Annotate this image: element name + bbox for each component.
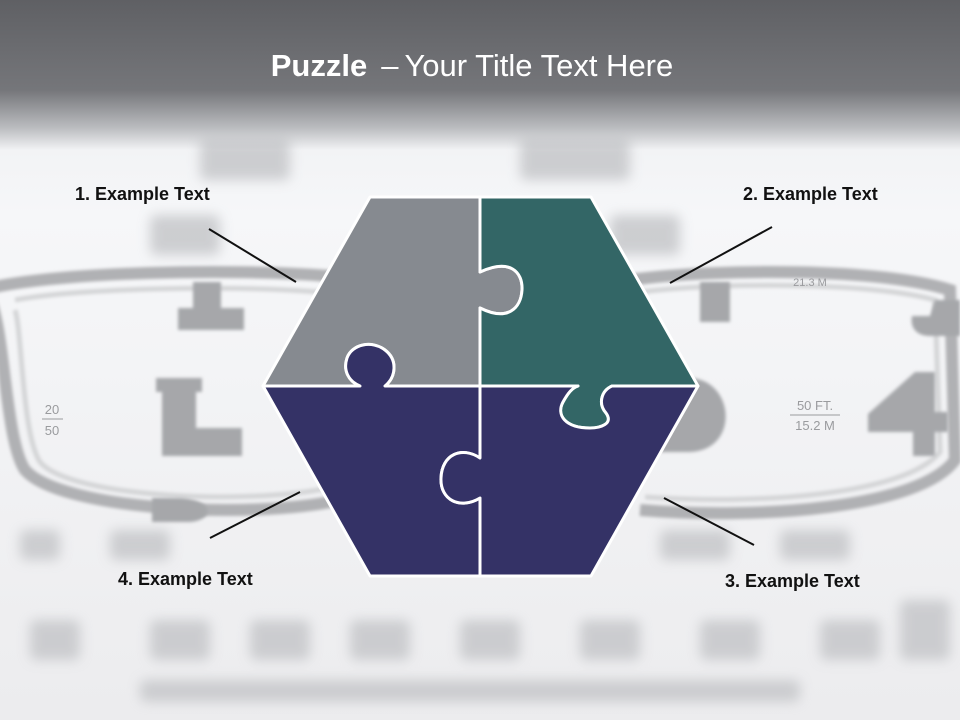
top-meters-text: 21.3 M — [793, 277, 827, 289]
label-item-2: 2. Example Text — [743, 184, 878, 204]
label-item-1: 1. Example Text — [75, 184, 210, 204]
title-separator: – — [381, 48, 399, 83]
ratio-top-text: 20 — [45, 402, 59, 417]
connector-line-4 — [209, 491, 301, 539]
connector-line-3 — [663, 497, 755, 546]
title-text: Your Title Text Here — [404, 48, 674, 83]
title-bold: Puzzle — [270, 48, 368, 83]
label-item-4: 4. Example Text — [118, 569, 253, 589]
title-band — [0, 0, 960, 150]
feet-text: 50 FT. — [797, 398, 833, 413]
connector-line-1 — [208, 228, 297, 283]
connector-line-2 — [669, 226, 773, 284]
meters-text: 15.2 M — [795, 418, 835, 433]
ratio-bottom-text: 50 — [45, 423, 59, 438]
label-item-3: 3. Example Text — [725, 571, 860, 591]
puzzle-piece-3[interactable] — [439, 384, 700, 578]
chart-digit-4 — [868, 372, 948, 456]
slide-title: Puzzle–Your Title Text Here — [0, 48, 944, 84]
